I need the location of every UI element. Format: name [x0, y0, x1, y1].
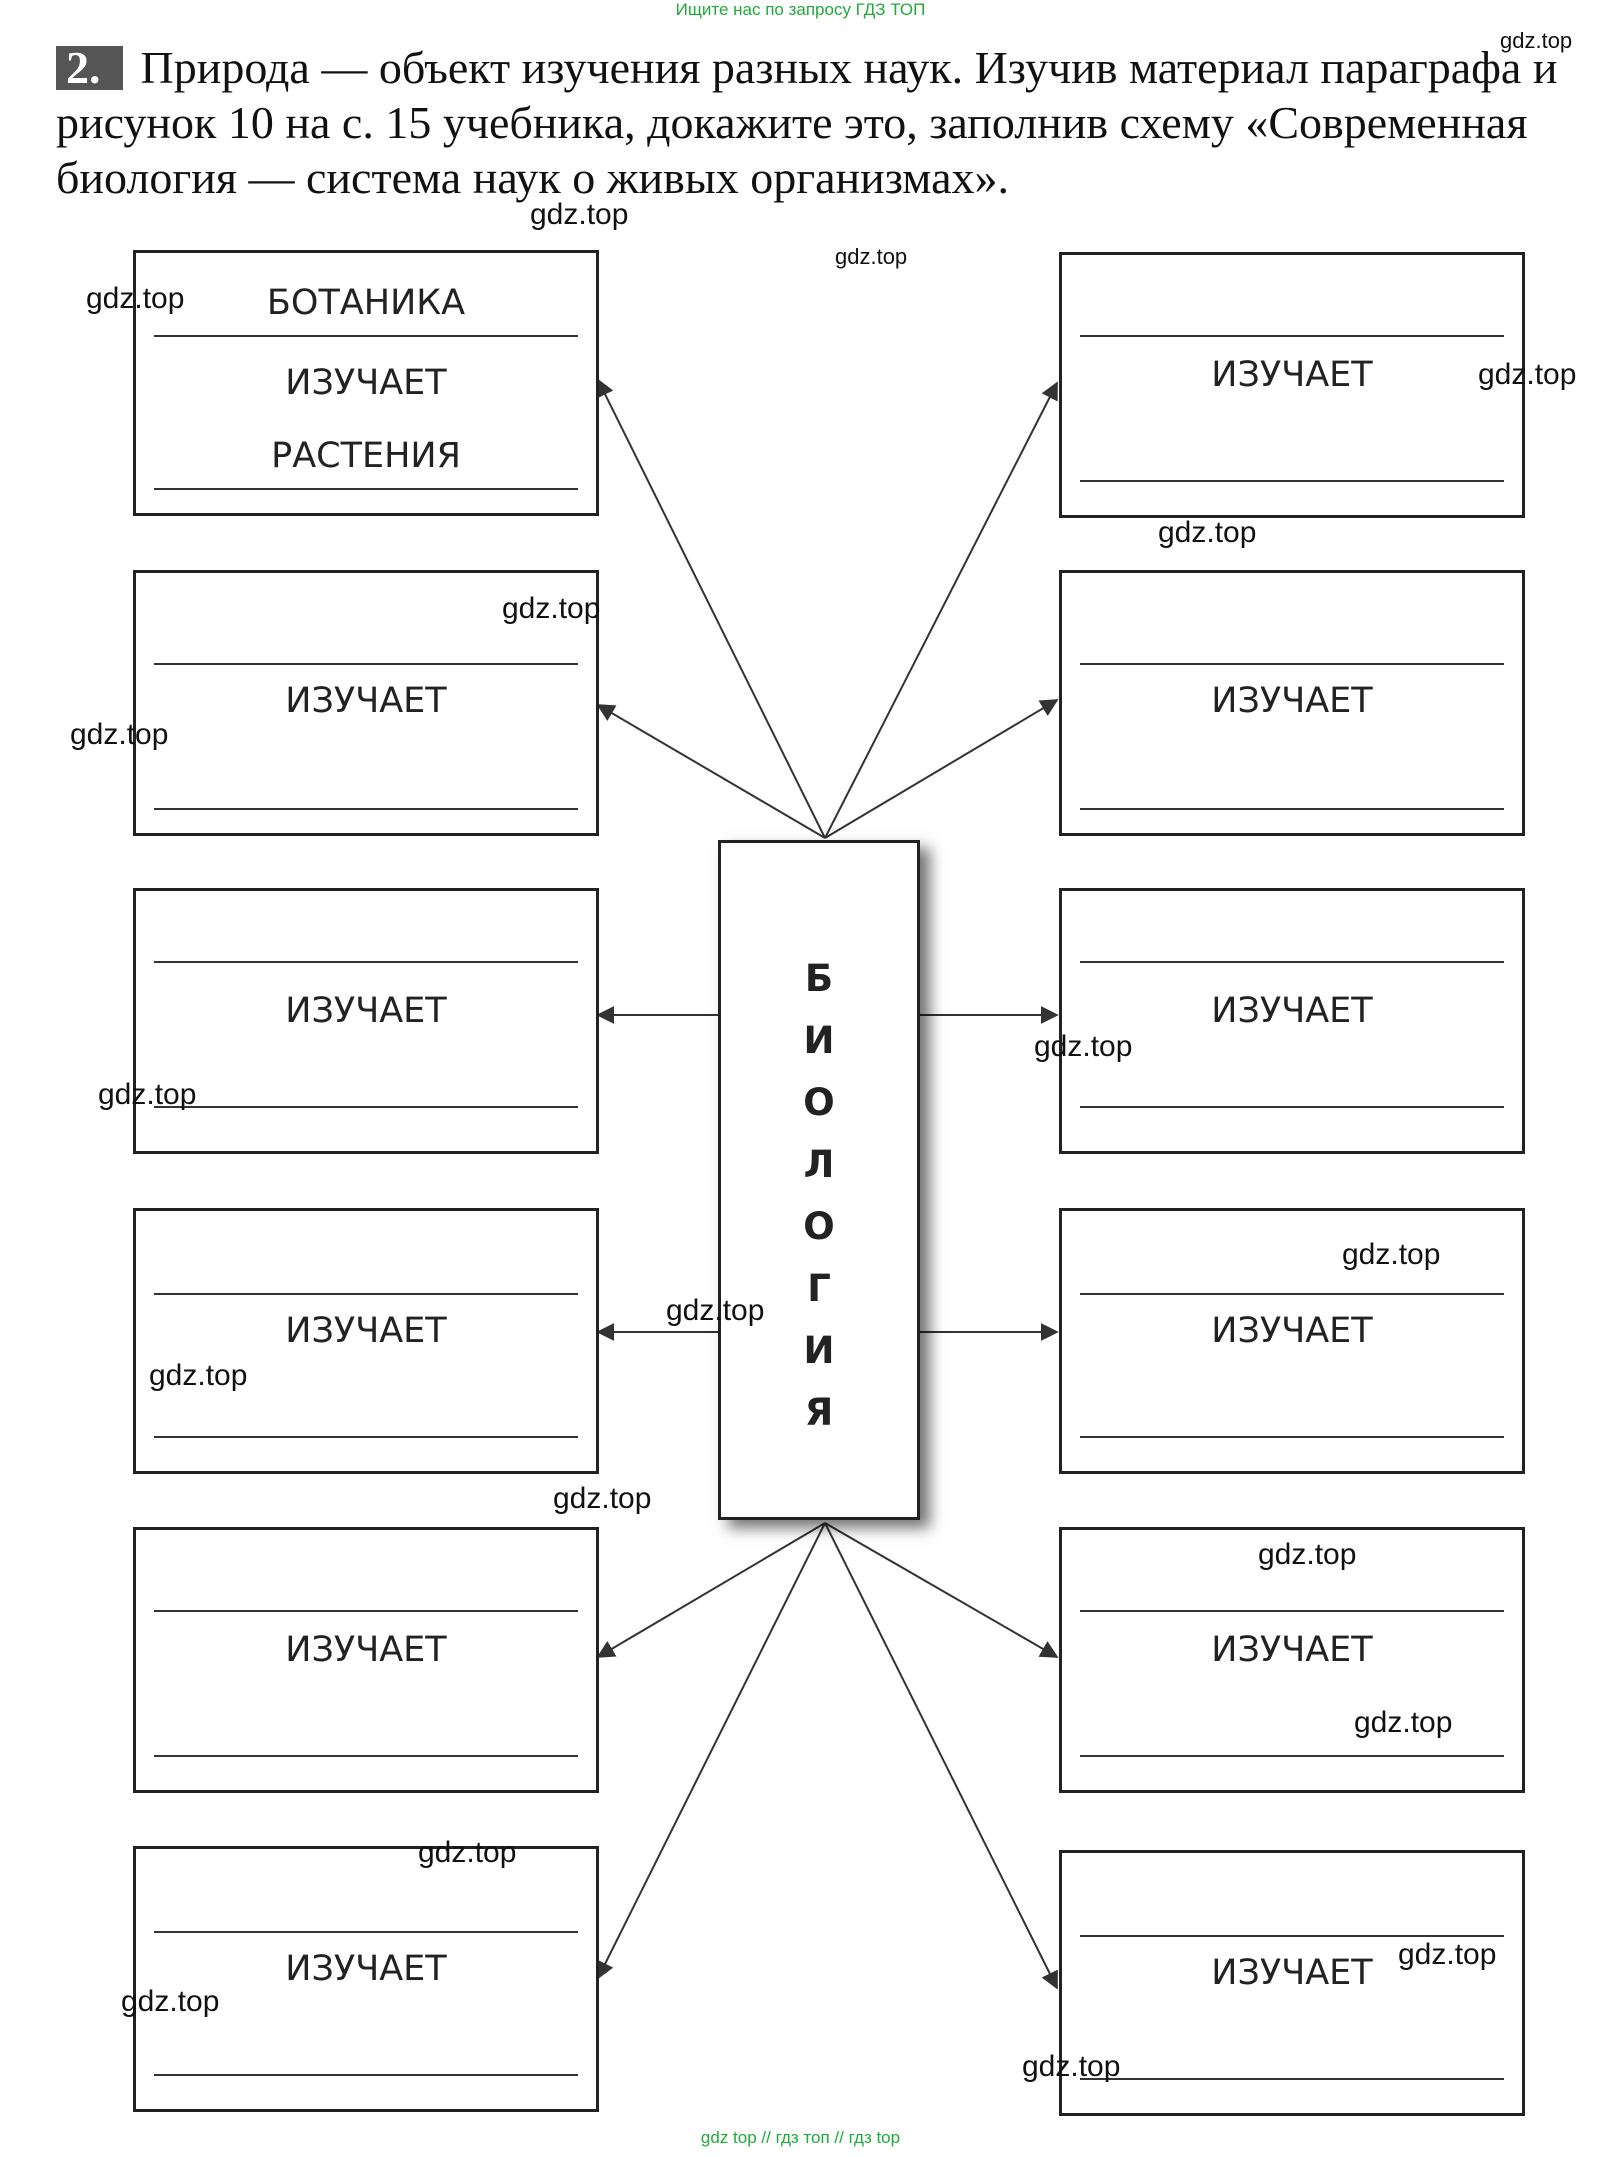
box-right-2: ИЗУЧАЕТ [1059, 570, 1525, 836]
box-left-4: ИЗУЧАЕТ [133, 1208, 599, 1474]
arrow-to-left-1 [597, 378, 826, 839]
box-studies-label: ИЗУЧАЕТ [285, 363, 447, 403]
watermark: gdz.top [149, 1359, 248, 1392]
watermark: gdz.top [666, 1294, 765, 1327]
arrow-to-right-6 [824, 1522, 1058, 1990]
biology-letter: Л [803, 1143, 835, 1186]
biology-letter: Б [804, 957, 834, 1000]
watermark: gdz.top [1342, 1238, 1441, 1271]
watermark: gdz.top [1354, 1706, 1453, 1739]
watermark: gdz.top [835, 244, 908, 269]
box-studies-label: ИЗУЧАЕТ [1211, 681, 1373, 721]
box-studies-label: ИЗУЧАЕТ [1211, 355, 1373, 395]
task-text: 2.Природа — объект изучения разных наук.… [56, 40, 1601, 205]
watermark: gdz.top [502, 592, 601, 625]
box-studies-label: ИЗУЧАЕТ [285, 1311, 447, 1351]
box-science-label: БОТАНИКА [266, 283, 466, 323]
task-body: Природа — объект изучения разных наук. И… [56, 42, 1558, 203]
biology-letter: Г [807, 1267, 831, 1310]
watermark: gdz.top [1158, 516, 1257, 549]
box-studies-label: ИЗУЧАЕТ [285, 1949, 447, 1989]
box-left-5: ИЗУЧАЕТ [133, 1527, 599, 1793]
box-right-6: ИЗУЧАЕТ [1059, 1850, 1525, 2116]
watermark: gdz.top [1478, 358, 1577, 391]
top-banner: Ищите нас по запросу ГДЗ ТОП [675, 0, 926, 19]
watermark: gdz.top [418, 1836, 517, 1869]
biology-letter: О [803, 1205, 835, 1248]
watermark: gdz.top [70, 718, 169, 751]
box-studies-label: ИЗУЧАЕТ [1211, 1630, 1373, 1670]
watermark: gdz.top [553, 1482, 652, 1515]
box-studies-label: ИЗУЧАЕТ [285, 1630, 447, 1670]
bottom-banner: gdz top // гдз топ // гдз top [700, 2128, 901, 2147]
task-number: 2. [56, 45, 123, 91]
box-object-label: РАСТЕНИЯ [271, 436, 461, 476]
watermark: gdz.top [86, 282, 185, 315]
box-right-1: ИЗУЧАЕТ [1059, 252, 1525, 518]
biology-letter: И [803, 1329, 835, 1372]
arrow-to-right-2 [824, 699, 1059, 839]
box-studies-label: ИЗУЧАЕТ [1211, 991, 1373, 1031]
biology-letter: О [803, 1081, 835, 1124]
box-studies-label: ИЗУЧАЕТ [285, 991, 447, 1031]
biology-center-box: Б И О Л О Г И Я [718, 840, 920, 1520]
watermark: gdz.top [1500, 28, 1573, 53]
box-studies-label: ИЗУЧАЕТ [1211, 1953, 1373, 1993]
box-right-3: ИЗУЧАЕТ [1059, 888, 1525, 1154]
box-left-3: ИЗУЧАЕТ [133, 888, 599, 1154]
box-studies-label: ИЗУЧАЕТ [285, 681, 447, 721]
box-right-5: ИЗУЧАЕТ [1059, 1527, 1525, 1793]
biology-letter: И [803, 1019, 835, 1062]
watermark: gdz.top [98, 1078, 197, 1111]
box-right-4: ИЗУЧАЕТ [1059, 1208, 1525, 1474]
arrow-to-right-5 [824, 1522, 1059, 1658]
box-studies-label: ИЗУЧАЕТ [1211, 1311, 1373, 1351]
box-left-6: ИЗУЧАЕТ [133, 1846, 599, 2112]
watermark: gdz.top [1022, 2050, 1121, 2083]
arrow-to-left-5 [596, 1522, 826, 1658]
arrow-to-right-1 [824, 381, 1058, 839]
watermark: gdz.top [1034, 1030, 1133, 1063]
arrow-to-left-2 [596, 704, 826, 839]
box-left-2: ИЗУЧАЕТ [133, 570, 599, 836]
arrow-to-left-6 [597, 1522, 826, 1980]
watermark: gdz.top [530, 198, 629, 231]
biology-letter: Я [804, 1391, 834, 1434]
box-left-1: БОТАНИКА ИЗУЧАЕТ РАСТЕНИЯ [133, 250, 599, 516]
watermark: gdz.top [1398, 1938, 1497, 1971]
watermark: gdz.top [1258, 1538, 1357, 1571]
watermark: gdz.top [121, 1985, 220, 2018]
